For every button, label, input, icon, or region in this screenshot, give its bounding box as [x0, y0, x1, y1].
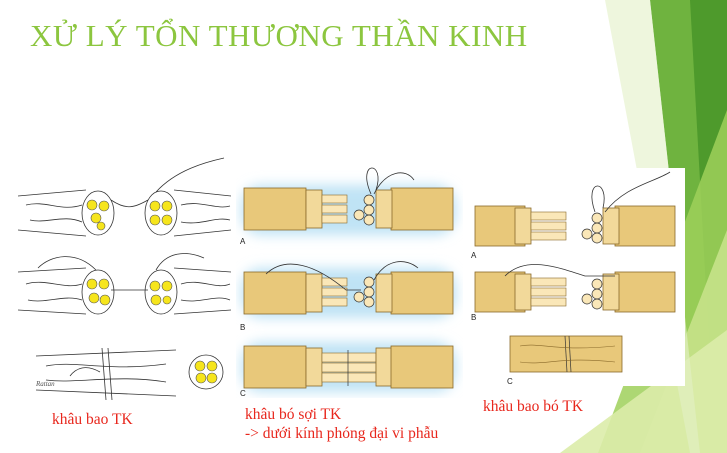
- fascicular-drawing: A B: [240, 167, 456, 398]
- fascicular-panel-a: A: [240, 167, 456, 246]
- caption-fascicular-line1: khâu bó sợi TK: [245, 406, 342, 423]
- group-label-c: C: [507, 377, 513, 386]
- nerve-row-2: [17, 253, 232, 315]
- caption-group-fascicular: khâu bao bó TK: [483, 398, 584, 415]
- fascicular-label-c: C: [240, 389, 246, 398]
- epineural-drawing: Rattan: [17, 157, 232, 401]
- group-panel-b: B: [471, 264, 676, 322]
- caption-fascicular-line2: -> dưới kính phóng đại vi phẫu: [245, 425, 439, 442]
- fascicular-illustration: A B: [236, 150, 463, 398]
- epineural-illustration: Rattan: [16, 150, 234, 405]
- group-panel-a: A: [471, 171, 676, 260]
- fascicular-panel-b: B: [240, 261, 456, 332]
- fascicular-label-a: A: [240, 237, 246, 246]
- fascicular-panel-c: C: [240, 342, 456, 398]
- nerve-row-1: [17, 157, 232, 237]
- slide-title: XỬ LÝ TỔN THƯƠNG THẦN KINH: [30, 18, 528, 53]
- group-fascicular-illustration: A B: [465, 168, 685, 386]
- group-label-a: A: [471, 251, 477, 260]
- caption-epineural: khâu bao TK: [52, 411, 133, 428]
- nerve-row-3: [35, 347, 224, 401]
- group-label-b: B: [471, 313, 476, 322]
- group-panel-c: C: [507, 335, 623, 386]
- group-fascicular-drawing: A B: [471, 171, 676, 386]
- fascicular-label-b: B: [240, 323, 245, 332]
- svg-text:Rattan: Rattan: [35, 380, 55, 388]
